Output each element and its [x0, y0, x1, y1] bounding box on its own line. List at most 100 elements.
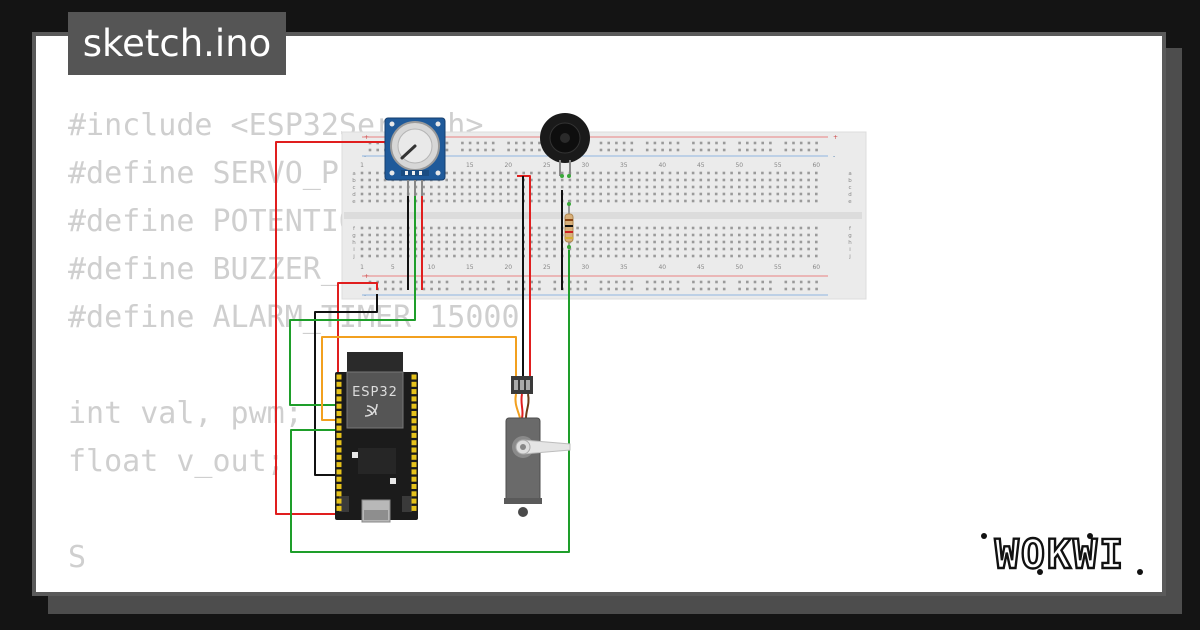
column-label: 50 [735, 264, 743, 271]
row-label: g [848, 233, 852, 239]
header-pin [411, 396, 417, 402]
wire-black [314, 294, 378, 476]
header-pin [411, 476, 417, 482]
row-label: i [849, 247, 851, 253]
column-label: 60 [812, 162, 820, 169]
row-label: j [848, 254, 851, 260]
column-label: 40 [658, 162, 666, 169]
file-title-tab: sketch.ino [68, 12, 286, 75]
header-pin [411, 491, 417, 497]
header-pin [411, 505, 417, 511]
row-label: f [849, 226, 852, 232]
header-pin [411, 374, 417, 380]
header-pin [336, 396, 342, 402]
header-pin [411, 440, 417, 446]
row-label: b [352, 178, 356, 184]
column-label: 50 [735, 162, 743, 169]
header-pin [411, 484, 417, 489]
column-label: 25 [543, 264, 551, 271]
column-label: 30 [581, 162, 589, 169]
column-label: 5 [391, 264, 395, 271]
row-label: h [848, 240, 852, 246]
header-pin [336, 432, 342, 438]
header-pin [336, 403, 342, 409]
row-label: d [352, 192, 356, 198]
header-pin [411, 381, 417, 387]
row-label: c [848, 185, 851, 191]
column-label: 20 [504, 162, 512, 169]
wire-red [517, 175, 531, 378]
row-label: d [848, 192, 852, 198]
header-pin [411, 411, 417, 416]
header-pin [336, 462, 342, 468]
column-label: 35 [620, 162, 628, 169]
header-pin [336, 374, 342, 380]
potentiometer [384, 117, 446, 196]
column-label: 15 [466, 162, 474, 169]
column-label: 55 [774, 162, 782, 169]
column-label: 25 [543, 162, 551, 169]
logo-text: WOKWI [995, 532, 1125, 578]
espressif-icon [364, 403, 378, 417]
header-pin [411, 403, 417, 409]
wire-red [275, 141, 385, 515]
column-label: 15 [466, 264, 474, 271]
header-pin [336, 491, 342, 497]
code-preview: #include <ESP32Servo.h>#define SERVO_PIN… [68, 102, 574, 582]
header-pin [411, 498, 417, 504]
row-label: j [352, 254, 355, 260]
row-label: i [353, 247, 355, 253]
header-pin [336, 469, 342, 475]
header-pin [411, 418, 417, 424]
column-label: 35 [620, 264, 628, 271]
column-label: 30 [581, 264, 589, 271]
row-label: e [848, 199, 852, 205]
header-pin [336, 411, 342, 416]
column-label: 60 [812, 264, 820, 271]
wokwi-logo: WOKWI [981, 531, 1143, 579]
column-label: 45 [697, 162, 705, 169]
rail-minus-label: - [364, 292, 366, 299]
header-pin [411, 469, 417, 475]
rail-plus-label: + [364, 273, 369, 280]
header-pin [336, 505, 342, 511]
header-pin [336, 484, 342, 489]
preview-card: #include <ESP32Servo.h>#define SERVO_PIN… [32, 32, 1166, 596]
wire-red [337, 282, 378, 378]
row-label: c [352, 185, 355, 191]
header-pin [411, 389, 417, 395]
wire-orange [321, 336, 517, 421]
header-pin [336, 440, 342, 446]
rail-minus-label: - [364, 153, 366, 160]
header-pin [336, 447, 342, 453]
column-label: 20 [504, 264, 512, 271]
header-pin [411, 447, 417, 453]
esp32-board: ESP32 [335, 352, 418, 523]
board-label: ESP32 [352, 385, 398, 400]
column-label: 1 [360, 264, 364, 271]
header-pin [336, 381, 342, 387]
column-label: 45 [697, 264, 705, 271]
header-pin [336, 498, 342, 504]
column-label: 55 [774, 264, 782, 271]
header-pin [336, 476, 342, 482]
code-line: float v_out; [68, 444, 285, 479]
header-pin [336, 425, 342, 431]
code-line: S [68, 540, 87, 575]
rail-plus-label: + [364, 134, 369, 141]
header-pin [411, 432, 417, 438]
header-pins [336, 374, 417, 511]
row-label: g [352, 233, 356, 239]
column-label: 1 [360, 162, 364, 169]
header-pin [411, 425, 417, 431]
resistor [564, 200, 574, 250]
column-label: 10 [427, 264, 435, 271]
row-label: h [352, 240, 356, 246]
row-label: b [848, 178, 852, 184]
column-label: 40 [658, 264, 666, 271]
code-line: #define ALARM_TIMER 15000 [68, 300, 520, 335]
rail-plus-label: + [833, 134, 838, 141]
